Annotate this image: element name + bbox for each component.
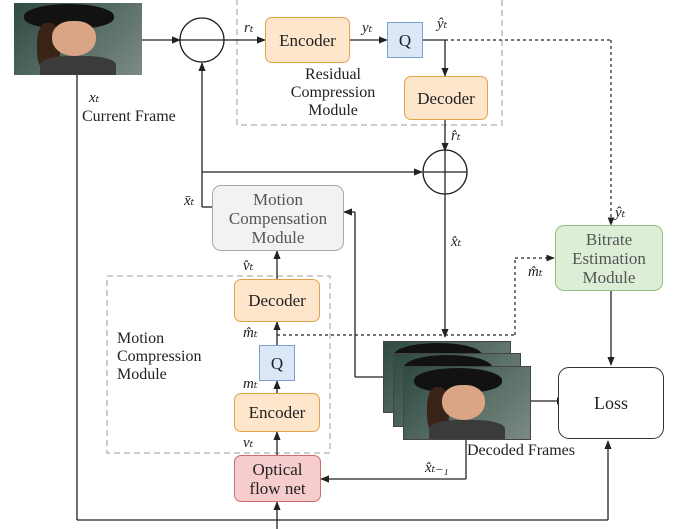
x-hat-t-minus-1-symbol: x̂ₜ₋₁ xyxy=(425,460,449,476)
optical-flow-net-block: Optical flow net xyxy=(234,455,321,502)
y-hat-t-bitrate-symbol: ŷₜ xyxy=(615,205,626,221)
motion-compression-region xyxy=(106,275,331,454)
y-t-symbol: yₜ xyxy=(362,20,373,36)
m-hat-t-bitrate-symbol: m̂ₜ xyxy=(528,264,543,280)
r-t-symbol: rₜ xyxy=(244,20,254,36)
x-bar-t-symbol: x̄ₜ xyxy=(184,193,195,209)
r-hat-t-symbol: r̂ₜ xyxy=(451,128,461,144)
current-frame-label: Current Frame xyxy=(82,108,176,125)
motion-decoder-block: Decoder xyxy=(234,279,320,322)
residual-decoder-block: Decoder xyxy=(404,76,488,120)
m-t-symbol: mₜ xyxy=(243,376,258,392)
x-t-symbol: xₜ xyxy=(89,90,100,106)
current-frame-image xyxy=(14,3,142,75)
decoded-frame-image-front xyxy=(403,366,531,440)
v-hat-t-symbol: v̂ₜ xyxy=(243,258,254,274)
residual-quantizer-block: Q xyxy=(387,22,423,58)
residual-compression-label: Residual Compression Module xyxy=(290,66,376,119)
motion-compression-label: Motion Compression Module xyxy=(117,330,202,383)
motion-compensation-block: Motion Compensation Module xyxy=(212,185,344,251)
decoded-frames-label: Decoded Frames xyxy=(467,442,575,459)
residual-compression-region xyxy=(236,0,503,126)
residual-encoder-block: Encoder xyxy=(265,17,350,63)
bitrate-estimation-block: Bitrate Estimation Module xyxy=(555,225,663,291)
y-hat-t-symbol: ŷₜ xyxy=(437,16,448,32)
m-hat-t-symbol: m̂ₜ xyxy=(243,325,258,341)
loss-block: Loss xyxy=(558,367,664,439)
x-hat-t-symbol: x̂ₜ xyxy=(451,234,462,250)
motion-encoder-block: Encoder xyxy=(234,393,320,432)
motion-quantizer-block: Q xyxy=(259,345,295,381)
v-t-symbol: vₜ xyxy=(243,435,254,451)
